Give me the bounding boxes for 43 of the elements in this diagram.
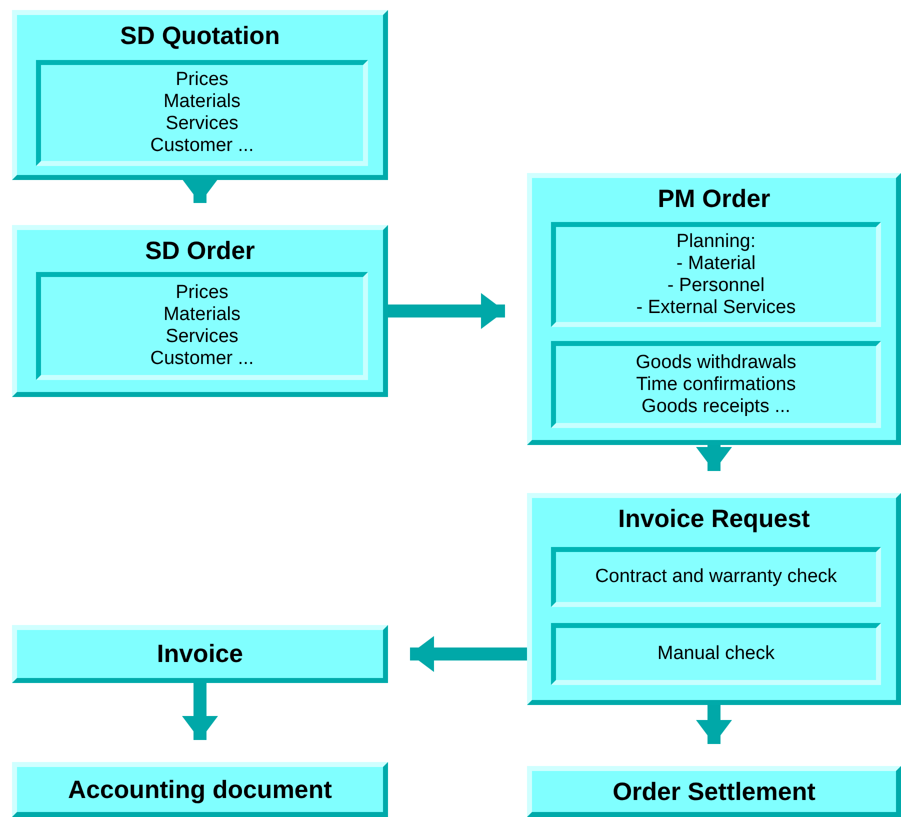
arrow [696, 705, 732, 744]
item-text: - Material [676, 252, 756, 274]
box-title: Accounting document [68, 774, 332, 804]
item-text: - External Services [636, 296, 796, 318]
box-title: PM Order [658, 184, 770, 214]
arrow [182, 683, 218, 740]
inner-box [36, 272, 368, 380]
item-text: Services [166, 113, 238, 135]
item-text: Manual check [657, 643, 775, 665]
item-text: Goods withdrawals [636, 352, 796, 374]
process-box [527, 766, 901, 817]
item-text: Time confirmations [636, 374, 796, 396]
item-text: Customer ... [150, 135, 254, 157]
box-title: Invoice [156, 639, 244, 669]
item-text: Contract and warranty check [595, 566, 837, 588]
item-text: - Personnel [667, 274, 765, 296]
box-title: SD Quotation [120, 21, 280, 51]
process-box [527, 173, 901, 445]
process-box [12, 625, 388, 683]
inner-box [551, 623, 881, 685]
item-text: Goods receipts ... [642, 396, 790, 418]
inner-box [551, 341, 881, 428]
box-title: SD Order [145, 236, 255, 266]
inner-box [551, 547, 881, 607]
arrow [388, 293, 505, 329]
item-text: Prices [176, 69, 228, 91]
inner-box [36, 60, 368, 166]
item-text: Materials [163, 91, 241, 113]
box-title: Order Settlement [612, 776, 816, 806]
item-text: Prices [176, 282, 228, 304]
item-text: Materials [163, 304, 241, 326]
process-box [12, 762, 388, 817]
arrow [410, 636, 527, 672]
process-box [527, 493, 901, 705]
arrow [182, 179, 218, 203]
box-title: Invoice Request [618, 504, 810, 534]
item-text: Services [166, 326, 238, 348]
item-text: Planning: [676, 230, 756, 252]
process-box [12, 10, 388, 180]
process-box [12, 225, 388, 397]
inner-box [551, 222, 881, 327]
arrow [696, 445, 732, 471]
item-text: Customer ... [150, 348, 254, 370]
